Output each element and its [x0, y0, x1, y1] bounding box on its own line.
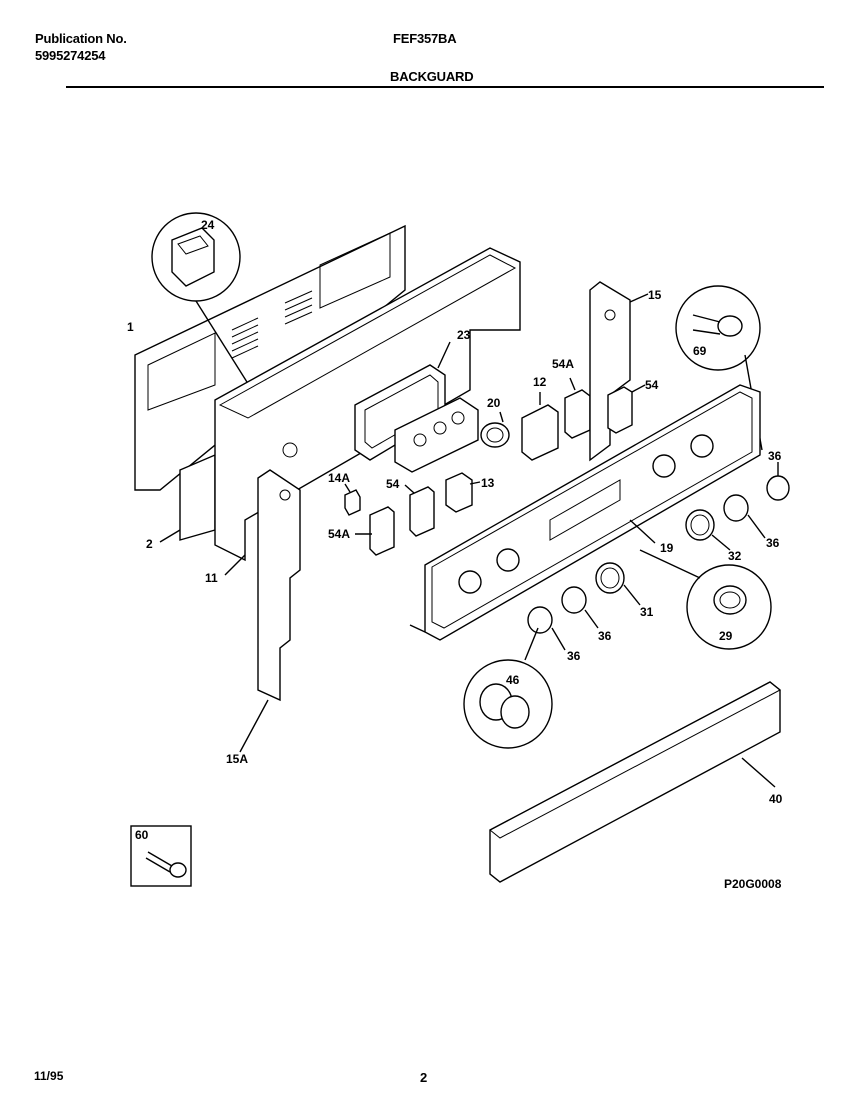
part-relay [521, 392, 559, 461]
callout-36-right: 36 [766, 536, 780, 550]
knob-36-middle [561, 586, 599, 629]
callout-46: 46 [506, 673, 520, 687]
callout-19: 19 [660, 541, 674, 555]
part-switch-14A [344, 483, 361, 516]
part-screw-69 [675, 285, 763, 451]
callout-54-right: 54 [645, 378, 659, 392]
part-left-bracket [239, 469, 301, 753]
callout-36-lower-left: 36 [567, 649, 581, 663]
callout-15A: 15A [226, 752, 248, 766]
callout-69: 69 [693, 344, 707, 358]
callout-40: 40 [769, 792, 783, 806]
part-switch-13 [445, 472, 481, 513]
part-switch-upper-54A [564, 377, 591, 439]
part-switch-right-54 [607, 384, 646, 434]
part-knob-detail-29 [639, 549, 772, 650]
callout-31: 31 [640, 605, 654, 619]
publication-label: Publication No. [35, 31, 127, 46]
callout-54A-upper: 54A [552, 357, 574, 371]
callout-36-middle: 36 [598, 629, 612, 643]
part-knob-detail-46 [463, 627, 553, 749]
model-number: FEF357BA [393, 31, 457, 46]
callout-60: 60 [135, 828, 149, 842]
publication-number: 5995274254 [35, 48, 106, 63]
callout-24: 24 [201, 218, 215, 232]
part-rocker-switch [151, 212, 253, 391]
callout-14A: 14A [328, 471, 350, 485]
page-number: 2 [420, 1070, 428, 1085]
knob-32 [685, 509, 731, 551]
part-screw-box-60 [130, 825, 192, 887]
knob-36-upper-right [766, 462, 790, 501]
callout-54-lower: 54 [386, 477, 400, 491]
footer-date: 11/95 [34, 1069, 64, 1083]
knob-31 [595, 562, 641, 606]
callout-15: 15 [648, 288, 662, 302]
callout-54A-lower: 54A [328, 527, 350, 541]
knob-36-lower-left [527, 606, 566, 651]
diagram-code: P20G0008 [724, 877, 782, 891]
callout-29: 29 [719, 629, 733, 643]
part-right-bracket [589, 281, 649, 462]
callout-36-upper-right: 36 [768, 449, 782, 463]
callout-13: 13 [481, 476, 495, 490]
part-trim-strip-40 [489, 681, 781, 883]
callout-20: 20 [487, 396, 501, 410]
header-rule [66, 86, 824, 88]
part-control-panel [409, 384, 761, 641]
part-switch-54A-lower [355, 506, 395, 556]
knob-36-right [723, 494, 766, 539]
callout-23: 23 [457, 328, 471, 342]
section-title: BACKGUARD [390, 69, 474, 84]
callout-11: 11 [205, 571, 218, 585]
callout-2: 2 [146, 537, 153, 551]
callout-12: 12 [533, 375, 547, 389]
part-switch-54-lower [404, 484, 435, 537]
callout-32: 32 [728, 549, 742, 563]
part-clock [394, 397, 510, 473]
callout-1: 1 [127, 320, 134, 334]
